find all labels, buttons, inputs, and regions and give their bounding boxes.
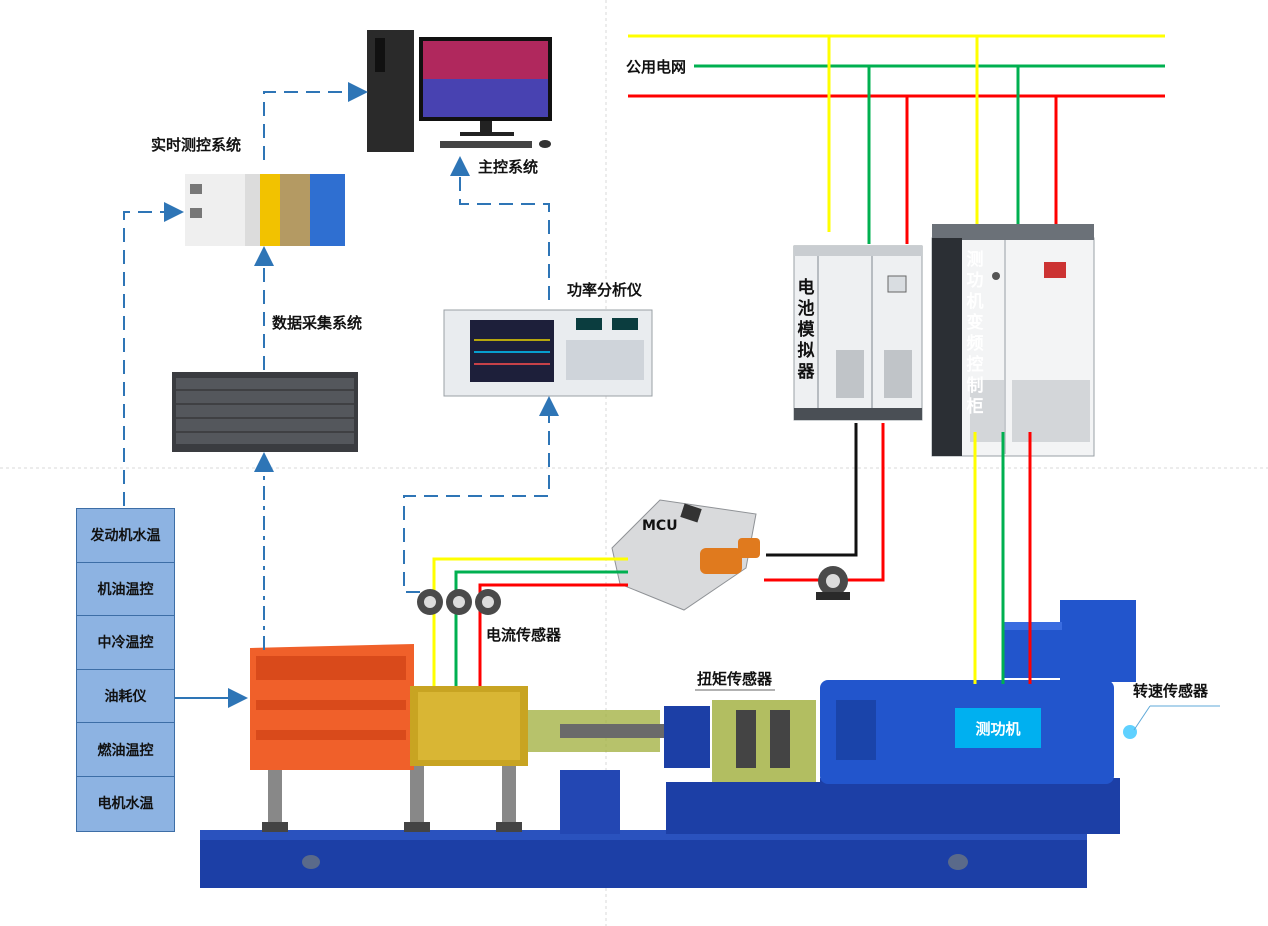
data-acquisition-rack bbox=[172, 372, 358, 452]
cabinet-dyno-wires bbox=[973, 432, 1032, 684]
test-bench-base bbox=[200, 770, 1120, 888]
mcu-motor-wires bbox=[432, 557, 628, 690]
torque-sensor-label: 扭矩传感器 bbox=[697, 670, 773, 688]
drive-shaft bbox=[528, 700, 816, 782]
engine-mounts bbox=[262, 760, 522, 832]
sensor-item: 机油温控 bbox=[77, 563, 174, 617]
dyno-vfd-cabinet bbox=[931, 224, 1095, 457]
current-sensor-label: 电流传感器 bbox=[486, 626, 562, 644]
grid-lines bbox=[628, 34, 1165, 244]
sensor-item: 中冷温控 bbox=[77, 616, 174, 670]
realtime-control-module bbox=[185, 174, 345, 246]
main-control-label: 主控系统 bbox=[478, 158, 539, 176]
dc-current-sensor bbox=[816, 566, 850, 600]
speed-sensor-label: 转速传感器 bbox=[1133, 682, 1209, 700]
speed-sensor-leader bbox=[1133, 705, 1151, 731]
data-acquisition-label: 数据采集系统 bbox=[272, 314, 363, 332]
sensor-item: 发动机水温 bbox=[77, 509, 174, 563]
grid-label: 公用电网 bbox=[626, 56, 689, 77]
mcu-label: MCU bbox=[642, 518, 678, 534]
realtime-control-label: 实时测控系统 bbox=[151, 136, 242, 154]
main-control-computer bbox=[367, 30, 552, 152]
dynamometer bbox=[820, 600, 1137, 784]
signal-lines bbox=[123, 82, 559, 708]
drive-motor bbox=[410, 686, 528, 766]
dyno-cabinet-label: 测功机变频控制柜 bbox=[966, 250, 984, 417]
battery-simulator-label: 电池模拟器 bbox=[797, 278, 815, 382]
sensor-item: 油耗仪 bbox=[77, 670, 174, 724]
battery-simulator-cabinet bbox=[793, 245, 923, 421]
engine bbox=[250, 644, 414, 770]
dynamometer-label: 测功机 bbox=[955, 708, 1041, 748]
mcu-dc-wires bbox=[764, 423, 885, 582]
power-analyzer-label: 功率分析仪 bbox=[567, 281, 643, 299]
ac-current-sensors bbox=[417, 589, 501, 615]
sensor-list: 发动机水温 机油温控 中冷温控 油耗仪 燃油温控 电机水温 bbox=[76, 508, 175, 832]
power-analyzer-device bbox=[443, 309, 653, 397]
mcu-unit bbox=[611, 499, 760, 611]
sensor-item: 电机水温 bbox=[97, 796, 154, 813]
sensor-item: 燃油温控 bbox=[77, 723, 174, 777]
